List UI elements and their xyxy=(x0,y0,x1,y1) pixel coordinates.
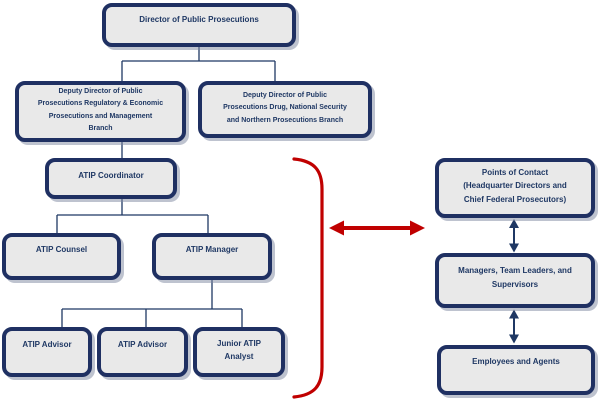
node-label: Junior ATIP Analyst xyxy=(217,339,261,361)
node-atip-coordinator: ATIP Coordinator xyxy=(45,158,177,199)
node-label: Director of Public Prosecutions xyxy=(139,14,259,24)
node-employees-and-agents: Employees and Agents xyxy=(437,345,595,395)
node-label: Deputy Director of Public Prosecutions D… xyxy=(223,92,347,124)
node-label: ATIP Counsel xyxy=(35,245,88,255)
node-label: Managers, Team Leaders, and Supervisors xyxy=(458,265,572,289)
node-deputy-director-drug-national-security: Deputy Director of Public Prosecutions D… xyxy=(198,81,372,138)
node-director-of-public-prosecutions: Director of Public Prosecutions xyxy=(102,3,296,47)
node-atip-counsel: ATIP Counsel xyxy=(2,233,121,280)
node-label: Points of Contact (Headquarter Directors… xyxy=(463,167,567,204)
connector-director-to-deputies xyxy=(121,47,276,81)
node-label: ATIP Manager xyxy=(185,245,239,255)
node-label: ATIP Advisor xyxy=(22,339,72,349)
node-label: ATIP Advisor xyxy=(117,339,168,349)
node-managers-team-leaders-supervisors: Managers, Team Leaders, and Supervisors xyxy=(435,253,595,308)
red-double-arrow-left-arrowhead xyxy=(329,220,344,236)
node-junior-atip-analyst: Junior ATIP Analyst xyxy=(193,327,285,377)
node-atip-advisor-1: ATIP Advisor xyxy=(2,327,92,377)
red-brace xyxy=(292,157,324,399)
blue-double-arrow-top-down-arrowhead xyxy=(509,243,519,253)
connector-manager-to-advisors xyxy=(61,280,243,327)
node-points-of-contact: Points of Contact (Headquarter Directors… xyxy=(435,158,595,218)
node-atip-manager: ATIP Manager xyxy=(152,233,272,280)
blue-double-arrow-bottom-down-arrowhead xyxy=(509,334,519,344)
node-label: ATIP Coordinator xyxy=(78,170,144,180)
node-deputy-director-regulatory-economic: Deputy Director of Public Prosecutions R… xyxy=(15,81,186,142)
node-label: Deputy Director of Public Prosecutions R… xyxy=(37,88,164,132)
node-label: Employees and Agents xyxy=(472,356,560,366)
node-atip-advisor-2: ATIP Advisor xyxy=(97,327,188,377)
blue-double-arrow-top-up-arrowhead xyxy=(509,219,519,228)
blue-double-arrow-bottom-up-arrowhead xyxy=(509,309,519,319)
connector-coordinator-to-counsel-manager xyxy=(56,199,209,233)
red-double-arrow-right-arrowhead xyxy=(410,220,425,236)
